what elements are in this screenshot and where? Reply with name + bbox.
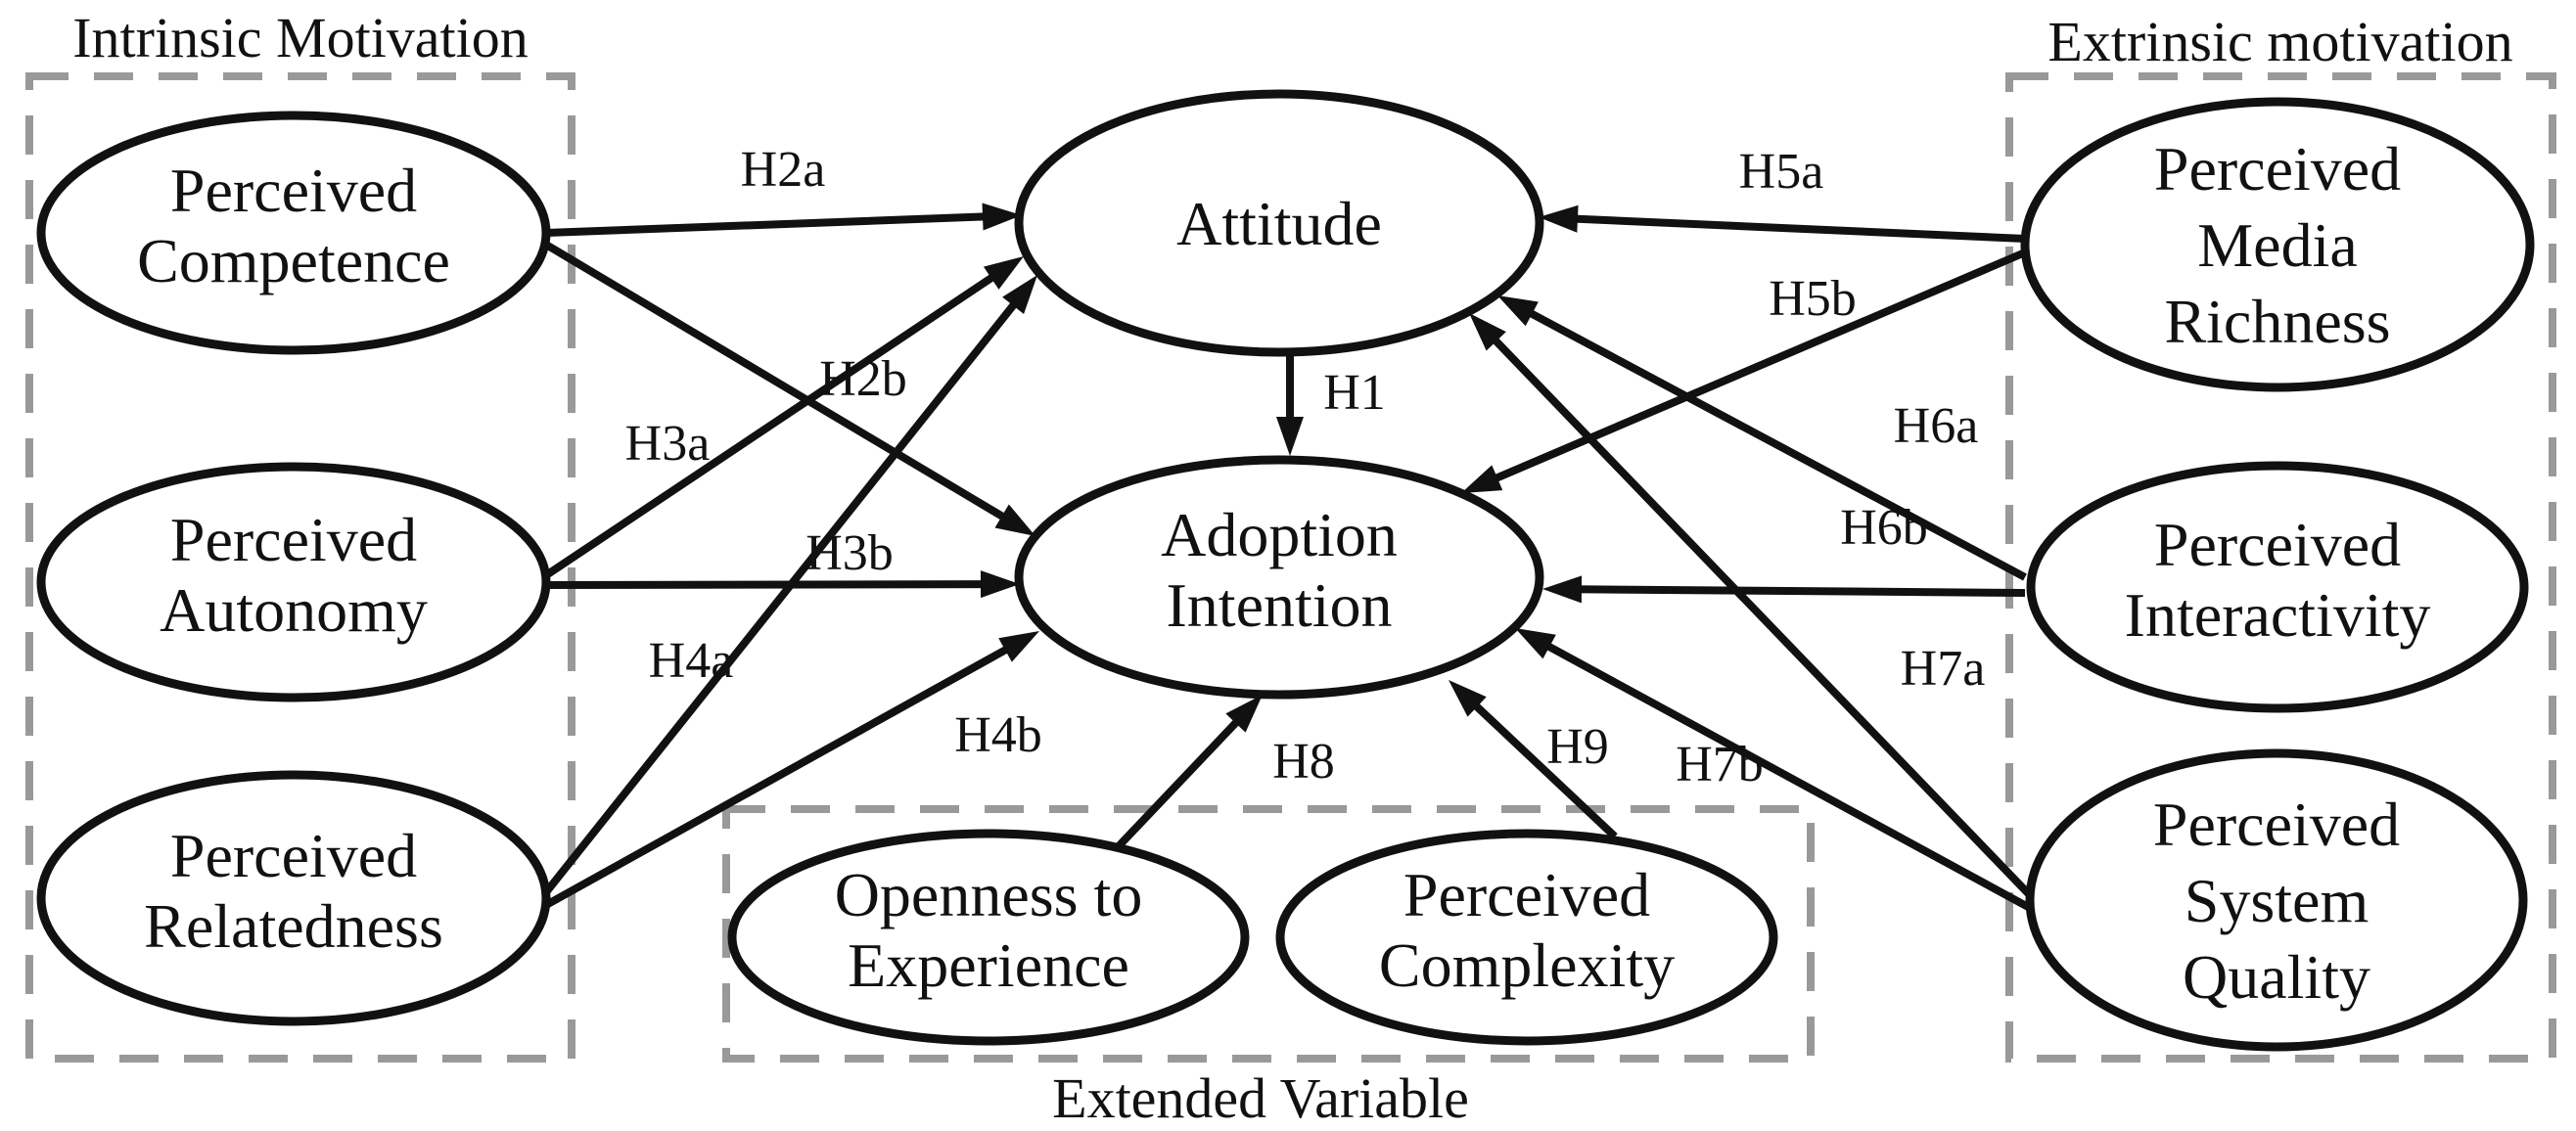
edge-label-h5a: H5a [1739,144,1824,200]
group-title-intrinsic-motivation: Intrinsic Motivation [72,6,529,69]
edge-arrowhead-h4b [998,631,1039,662]
node-label-perceived-autonomy-line-1: Perceived [170,505,417,574]
node-label-perceived-competence-line-1: Perceived [170,156,417,225]
node-label-adoption-intention-line-1: Adoption [1161,500,1398,569]
edge-line-h2b [543,241,1009,523]
edge-label-h4a: H4a [649,633,734,689]
edge-arrowhead-h6a [1497,295,1539,327]
edge-arrowhead-h1 [1276,417,1304,456]
edge-label-h1: H1 [1323,365,1386,421]
edge-line-h5b [1490,249,2027,484]
edge-arrowhead-h3a [983,256,1024,290]
node-label-perceived-media-richness-line-1: Perceived [2154,134,2401,204]
edge-line-h4b [544,644,1013,909]
edge-arrowhead-h7a [1469,313,1506,351]
edge-line-h2a [545,212,989,237]
group-box-extrinsic-motivation [2005,72,2556,1063]
edge-label-h6b: H6b [1840,500,1928,556]
edge-line-h5a [1571,214,2026,243]
edge-arrowhead-h2a [982,203,1022,231]
node-label-perceived-media-richness-line-2: Media [2197,210,2358,280]
node-label-perceived-complexity-line-2: Complexity [1379,930,1675,1000]
edge-line-h7b [1541,640,2032,912]
node-label-perceived-competence-line-2: Competence [137,226,450,295]
node-label-perceived-relatedness-line-1: Perceived [170,821,417,890]
edge-arrowhead-h6b [1542,575,1583,604]
node-label-adoption-intention-line-2: Intention [1166,570,1392,640]
edge-line-h4a [542,298,1020,895]
node-ellipse-perceived-media-richness [2020,97,2535,392]
edge-label-h5b: H5b [1769,271,1857,327]
node-ellipse-perceived-interactivity [2026,461,2529,713]
edge-arrowhead-h3b [980,570,1020,599]
node-label-perceived-complexity-line-1: Perceived [1403,860,1650,929]
node-label-perceived-system-quality-line-2: System [2185,866,2369,935]
edge-line-h6b [1575,585,2026,597]
node-ellipse-perceived-complexity [1275,829,1778,1046]
node-label-openness-to-experience-line-1: Openness to [835,860,1143,929]
node-label-perceived-interactivity-line-1: Perceived [2154,510,2401,579]
edge-line-h3a [543,271,998,579]
edge-line-h3b [545,580,988,589]
node-ellipse-attitude [1014,89,1544,357]
edge-arrowhead-h9 [1449,680,1487,717]
node-ellipse-perceived-competence [36,111,551,355]
edge-line-h8 [1113,715,1243,852]
edge-label-h8: H8 [1272,734,1335,790]
edge-label-h9: H9 [1546,719,1609,775]
node-label-perceived-relatedness-line-2: Relatedness [144,891,443,961]
group-box-extended-variable [722,805,1815,1063]
node-label-attitude-line-1: Attitude [1176,189,1382,258]
edge-arrowhead-h5a [1539,204,1579,233]
node-ellipse-perceived-autonomy [36,462,551,702]
node-ellipse-openness-to-experience [727,829,1250,1046]
node-label-perceived-interactivity-line-2: Interactivity [2125,580,2431,650]
edge-line-h6a [1525,307,2027,581]
edge-label-h4b: H4b [954,707,1042,763]
edge-label-h2a: H2a [741,142,826,198]
group-title-extrinsic-motivation: Extrinsic motivation [2047,10,2512,73]
edge-arrowhead-h7b [1515,628,1556,659]
edge-label-h7b: H7b [1676,737,1764,792]
node-ellipse-perceived-relatedness [36,770,551,1026]
node-label-perceived-autonomy-line-2: Autonomy [160,575,428,645]
edge-arrowhead-h8 [1225,695,1263,733]
node-ellipse-perceived-system-quality [2025,748,2528,1052]
edge-label-h6a: H6a [1894,398,1979,454]
node-label-openness-to-experience-line-2: Experience [848,930,1129,1000]
edge-arrowhead-h2b [994,504,1035,536]
node-label-perceived-media-richness-line-3: Richness [2164,287,2390,356]
group-box-intrinsic-motivation [25,72,575,1063]
edge-label-h7a: H7a [1901,641,1986,697]
edge-arrowhead-h5b [1461,465,1503,493]
edge-line-h9 [1470,700,1618,839]
edge-line-h7a [1489,334,2033,898]
group-title-extended-variable: Extended Variable [1052,1066,1469,1130]
edge-label-h3a: H3a [625,416,711,472]
node-label-perceived-system-quality-line-1: Perceived [2153,790,2400,859]
node-ellipse-adoption-intention [1014,455,1544,700]
node-label-perceived-system-quality-line-3: Quality [2183,942,2370,1012]
edge-arrowhead-h4a [1002,275,1037,315]
